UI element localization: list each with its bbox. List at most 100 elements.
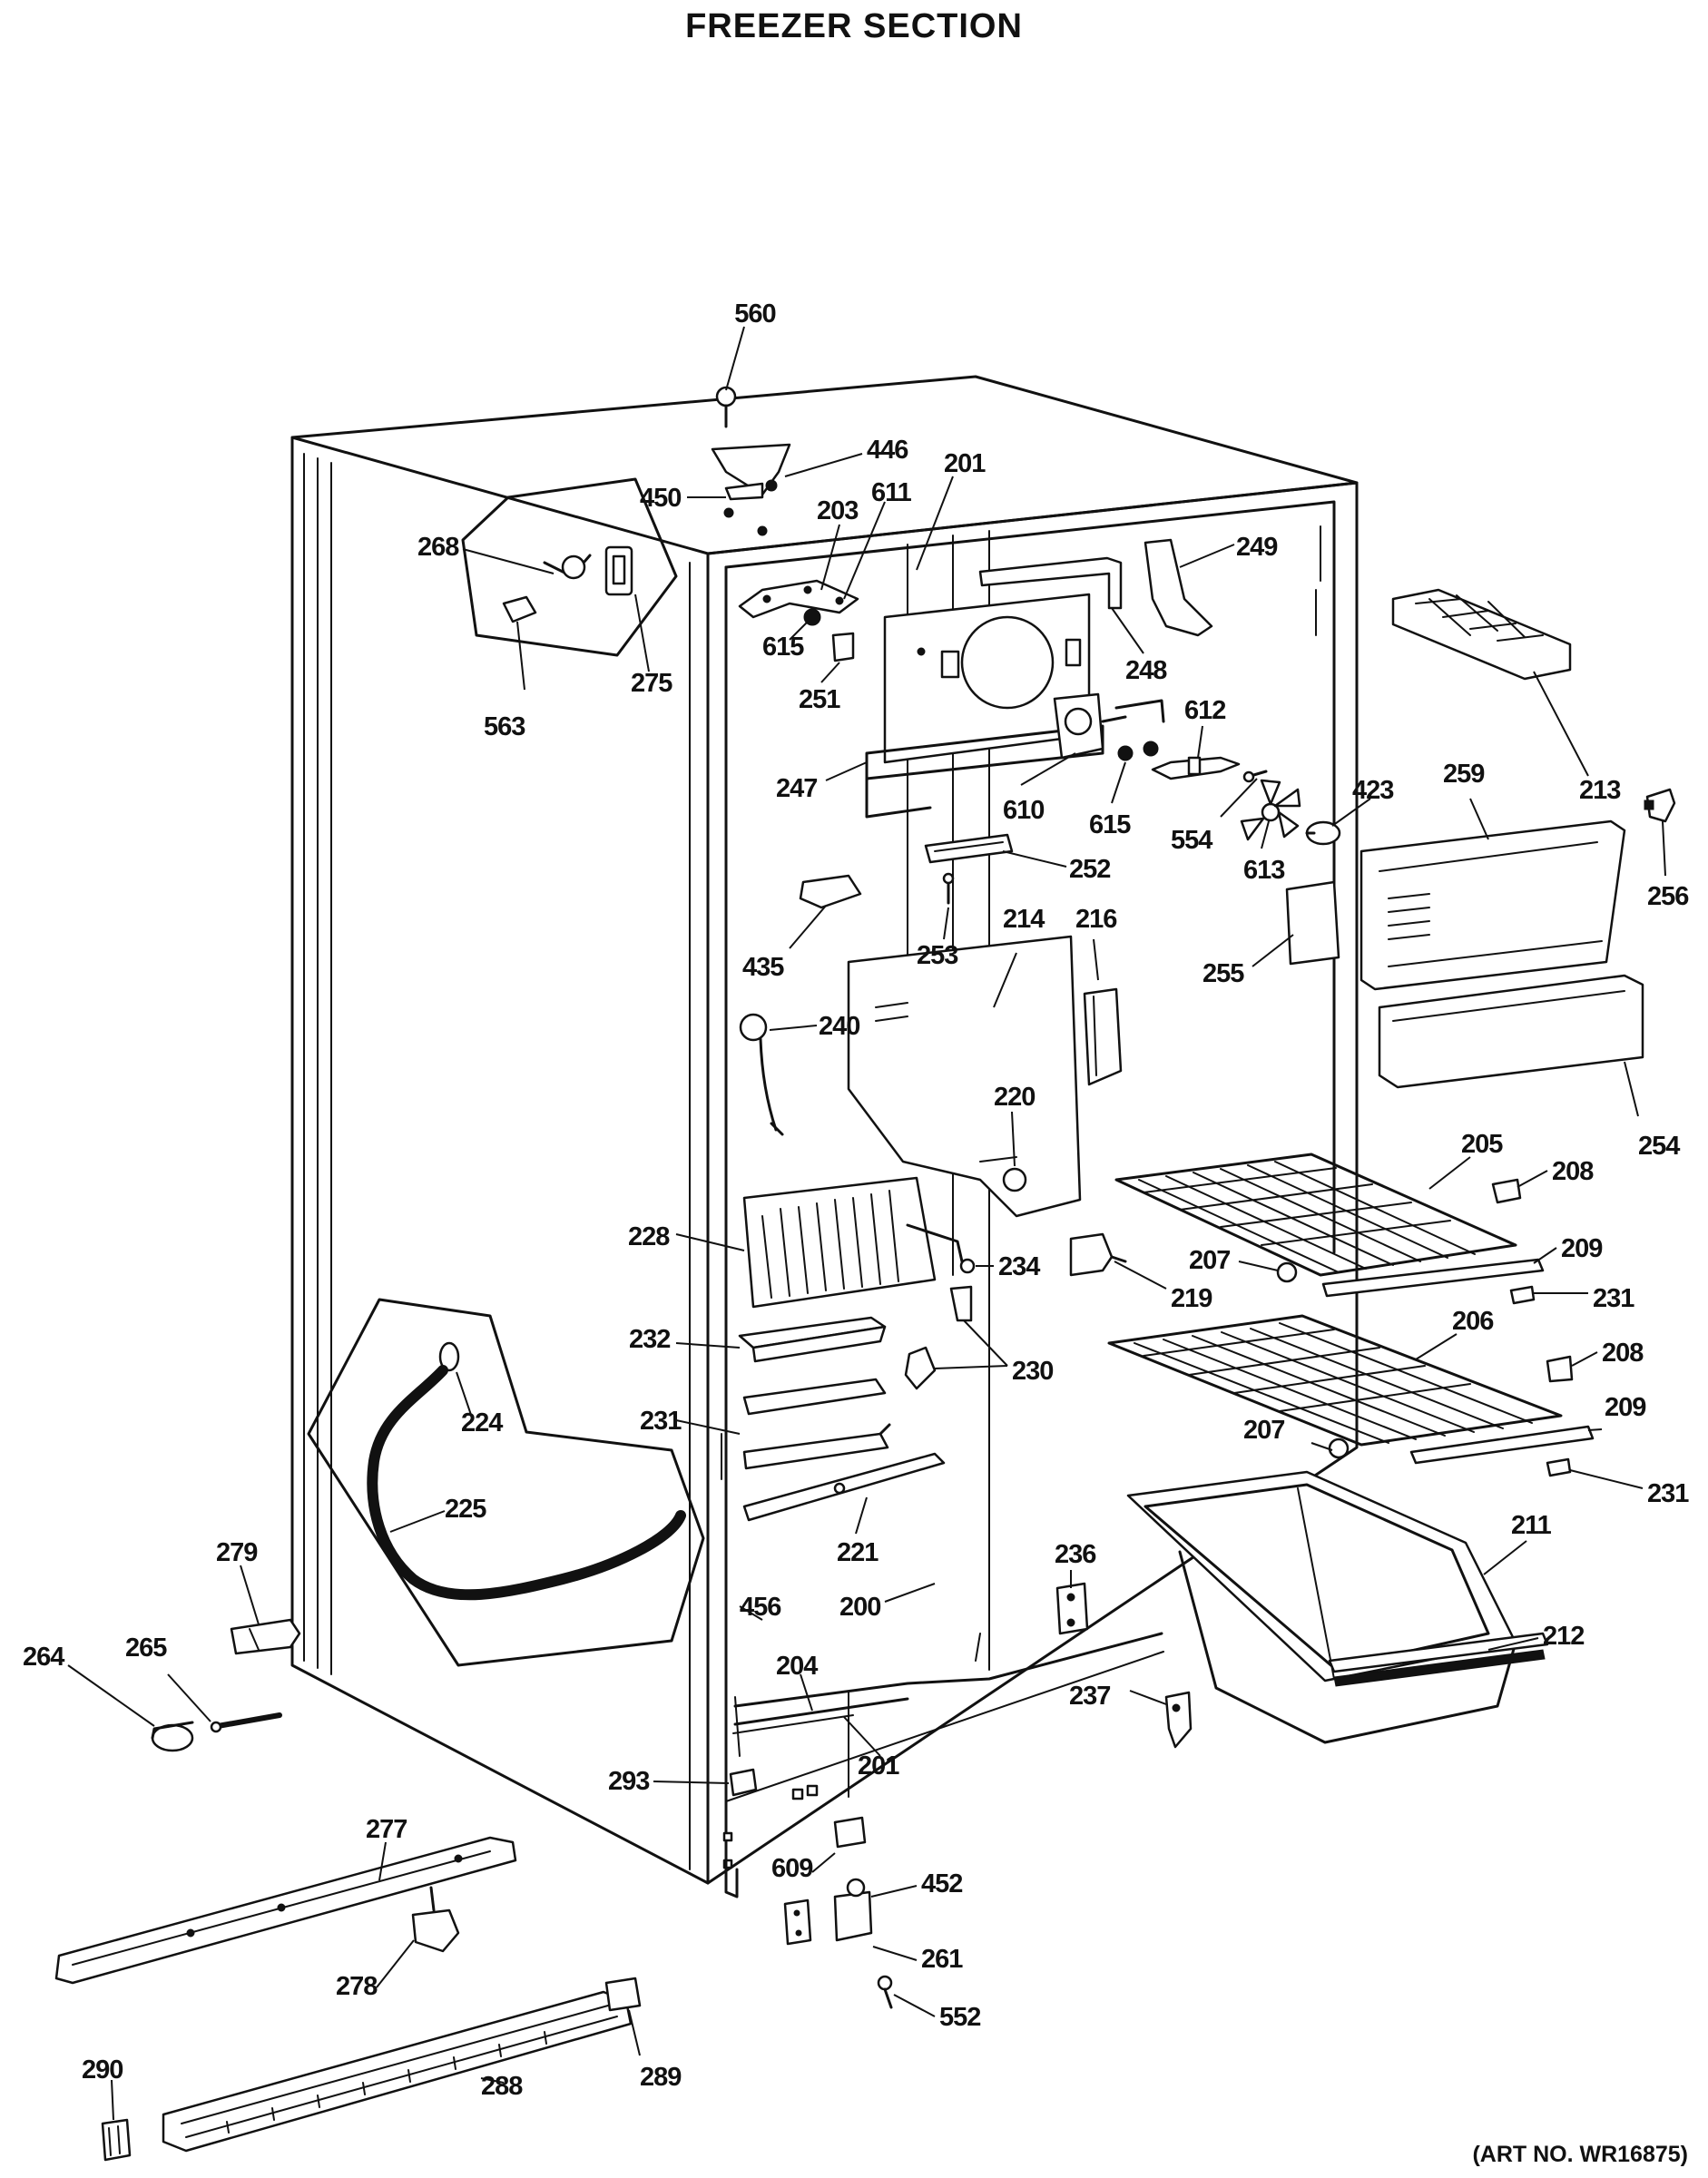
callout-289: 289 (640, 2063, 682, 2092)
part-450-bracket (724, 482, 764, 501)
part-256-knob (1644, 788, 1676, 823)
callout-253: 253 (917, 941, 958, 970)
part-230-clips (904, 1285, 973, 1390)
callout-611: 611 (871, 478, 912, 507)
callout-560: 560 (734, 299, 775, 329)
part-207-stop (1276, 1261, 1350, 1459)
callout-230: 230 (1012, 1357, 1053, 1386)
art-number: (ART NO. WR16875) (1472, 2142, 1688, 2167)
part-221-shelf-rail (742, 1452, 946, 1522)
callout-201-lower: 201 (858, 1751, 899, 1781)
part-group-268-275-563 (461, 477, 678, 657)
callout-labels: 560 446 450 201 203 611 268 249 615 251 … (23, 299, 1690, 2101)
callout-609: 609 (771, 1854, 813, 1883)
callout-275: 275 (631, 669, 672, 698)
hole (723, 507, 734, 518)
part-236-bracket (1055, 1582, 1089, 1635)
callout-209: 209 (1561, 1234, 1603, 1263)
callout-231: 231 (1593, 1284, 1634, 1313)
part-213-ice-tray (1391, 588, 1572, 681)
callout-207: 207 (1189, 1246, 1230, 1275)
callout-254: 254 (1638, 1132, 1680, 1161)
callout-237: 237 (1069, 1682, 1110, 1711)
part-259-door (1360, 819, 1626, 991)
callout-208-lower: 208 (1602, 1339, 1644, 1368)
callout-264: 264 (23, 1643, 64, 1672)
part-435-clip (799, 874, 862, 909)
part-277-rail (54, 1836, 517, 1985)
callout-205: 205 (1461, 1130, 1503, 1159)
callout-268: 268 (417, 533, 459, 562)
callout-277: 277 (366, 1815, 407, 1844)
part-231-rail (742, 1378, 891, 1470)
part-289-clip (604, 1977, 642, 2012)
callout-256: 256 (1647, 882, 1689, 911)
callout-615-lower: 615 (1089, 810, 1131, 839)
part-255-panel (1285, 880, 1340, 966)
callout-234: 234 (998, 1252, 1040, 1281)
part-216-duct (1083, 987, 1123, 1086)
callout-552: 552 (939, 2003, 980, 2032)
callout-456: 456 (740, 1593, 781, 1622)
part-219-switch (1069, 1232, 1127, 1277)
part-231-clips-small (1509, 1285, 1572, 1477)
part-265-pin (210, 1712, 282, 1733)
hole (757, 525, 768, 536)
part-208-support (1491, 1178, 1574, 1383)
callout-236: 236 (1055, 1540, 1096, 1569)
part-279-bracket (230, 1618, 301, 1655)
callout-615: 615 (762, 633, 804, 662)
part-446-hinge (711, 443, 791, 496)
callout-259: 259 (1443, 760, 1485, 789)
part-253-screw (942, 872, 955, 905)
callout-255: 255 (1202, 959, 1244, 988)
part-610-fan-motor (1053, 692, 1165, 760)
part-212-bin-trim (1328, 1632, 1549, 1687)
callout-288: 288 (481, 2072, 523, 2101)
callout-247: 247 (776, 774, 817, 803)
part-205-wire-shelf (1114, 1153, 1517, 1277)
callout-554: 554 (1171, 826, 1212, 855)
part-240-harness (739, 1013, 784, 1136)
callout-214: 214 (1003, 905, 1045, 934)
callout-435: 435 (742, 953, 784, 982)
callout-279: 279 (216, 1538, 258, 1567)
callout-249: 249 (1236, 533, 1278, 562)
part-248-bracket-tube (978, 556, 1123, 610)
part-214-evap-cover (847, 935, 1082, 1218)
part-inset-224-225 (307, 1298, 705, 1667)
part-278-spring (411, 1886, 460, 1953)
part-423-light-bulb (1305, 820, 1341, 846)
callout-278: 278 (336, 1972, 378, 2001)
callout-209-lower: 209 (1605, 1393, 1646, 1422)
callout-248: 248 (1125, 656, 1167, 685)
callout-293: 293 (608, 1767, 650, 1796)
part-554-screw (1242, 770, 1268, 783)
callout-220: 220 (994, 1083, 1035, 1112)
callout-240: 240 (819, 1012, 859, 1041)
callout-203: 203 (817, 496, 859, 525)
part-209-trim (1321, 1258, 1595, 1465)
part-254-shelf-front (1378, 974, 1644, 1089)
callout-228: 228 (628, 1222, 670, 1251)
part-249-bracket (1144, 538, 1213, 637)
part-552-screw (877, 1975, 893, 2009)
callout-252: 252 (1069, 855, 1110, 884)
part-615-grommets (1117, 741, 1159, 761)
callout-610: 610 (1003, 796, 1044, 825)
callout-612: 612 (1184, 696, 1225, 725)
callout-201: 201 (944, 449, 986, 478)
part-290-foot (101, 2118, 132, 2162)
part-251-clip (831, 632, 855, 662)
callout-231-middle: 231 (640, 1407, 682, 1436)
callout-452: 452 (921, 1869, 962, 1898)
callout-224: 224 (461, 1408, 503, 1437)
callout-200: 200 (839, 1593, 880, 1622)
callout-204: 204 (776, 1652, 818, 1681)
part-615-knob (803, 608, 821, 626)
part-261-hinge (833, 1878, 873, 1942)
callout-231-lower: 231 (1647, 1479, 1689, 1508)
leader-lines (67, 326, 1666, 2121)
